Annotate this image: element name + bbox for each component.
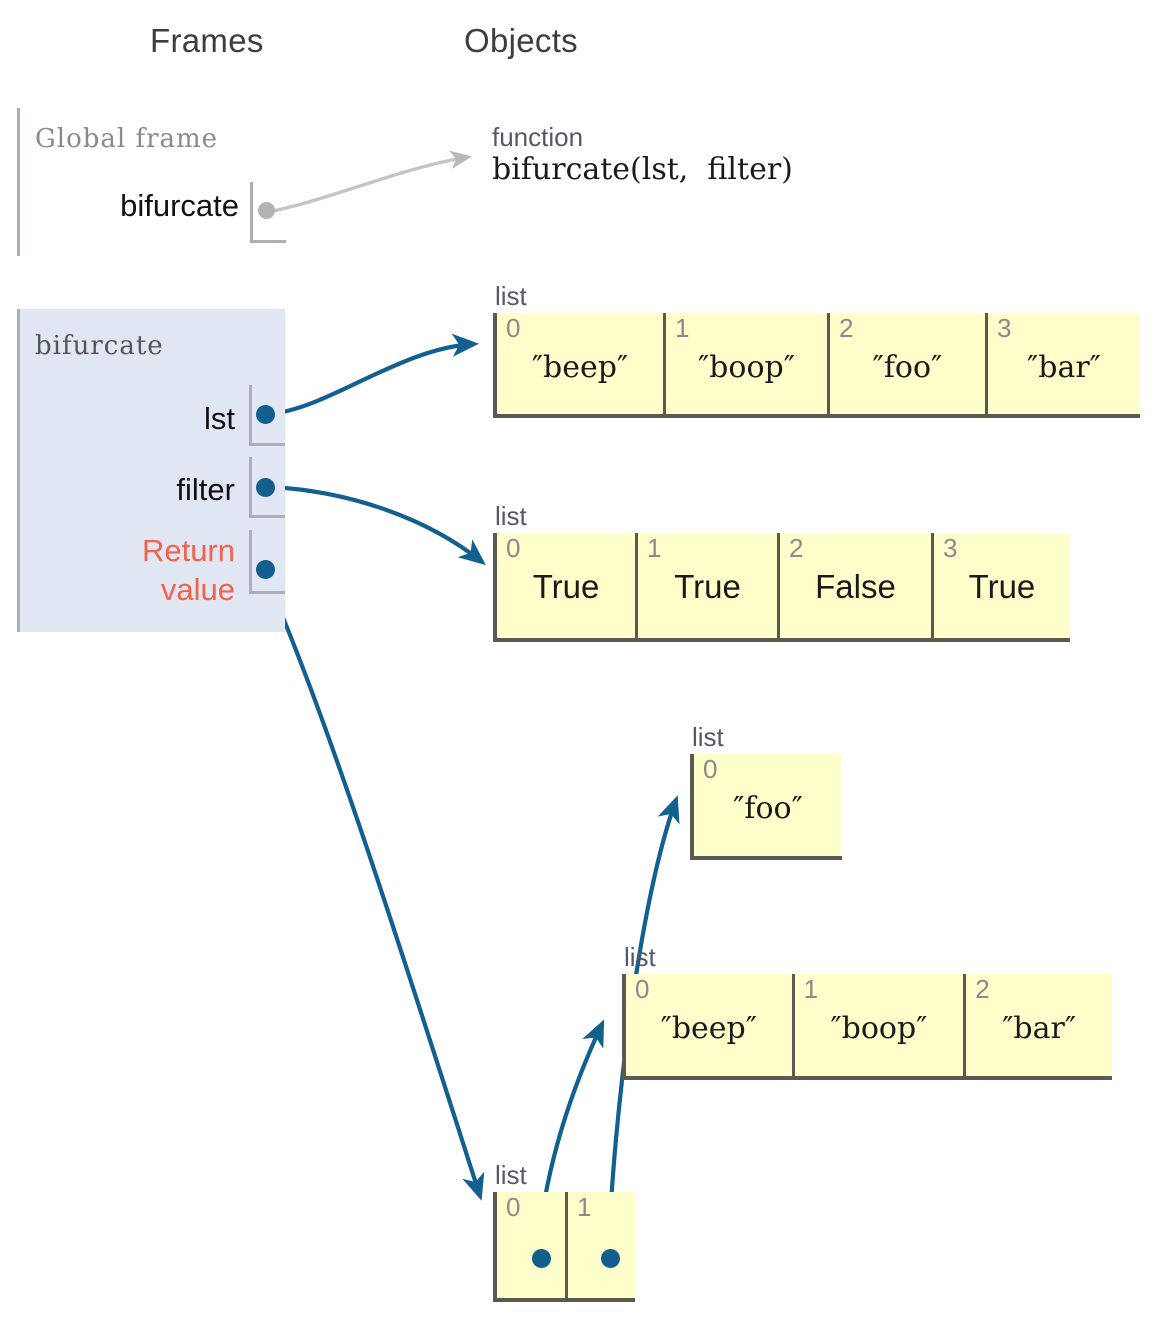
- cell-index: 1: [647, 533, 662, 563]
- list-cell: 0 ″beep″: [497, 313, 666, 414]
- object-type-label: list: [495, 501, 527, 531]
- function-object: function bifurcate(lst, filter): [492, 122, 962, 187]
- pointer-bracket: [249, 385, 285, 446]
- cell-index: 2: [838, 313, 854, 343]
- pointer-dot-lst: [256, 405, 275, 424]
- pointer-bracket: [249, 457, 285, 518]
- object-type-label: list: [692, 722, 724, 752]
- cell-index: 0: [703, 754, 718, 784]
- bifurcate-frame-title: bifurcate: [35, 331, 164, 361]
- cell-value: ″bar″: [1002, 1011, 1077, 1046]
- list-cell: 2 False: [780, 533, 934, 638]
- list-cell: 3 True: [933, 533, 1070, 638]
- list-cell: 0 ″beep″: [626, 974, 795, 1076]
- list-cell: 2 ″foo″: [829, 313, 988, 414]
- frame-rail: [17, 108, 20, 256]
- arrow-filter-to-list: [269, 484, 486, 566]
- global-frame-title: Global frame: [35, 124, 219, 154]
- variable-label-lst: lst: [204, 401, 235, 436]
- cell-value: ″foo″: [872, 350, 943, 385]
- list-box: 0 ″beep″ 1 ″boop″ 2 ″foo″ 3 ″bar″: [493, 313, 1140, 418]
- cell-index: 0: [635, 974, 650, 1004]
- arrow-global-bifurcate-to-function: [267, 150, 473, 214]
- arrow-return-to-list: [264, 577, 485, 1201]
- list-cell: 1 True: [638, 533, 781, 638]
- cell-value: ″boop″: [697, 350, 795, 385]
- list-cell: 0 True: [497, 533, 639, 638]
- cell-index: 1: [803, 974, 819, 1004]
- cell-index: 2: [975, 974, 990, 1004]
- frames-column-header: Frames: [150, 22, 264, 59]
- bifurcate-frame: bifurcate lst filter Return value: [17, 309, 285, 632]
- global-frame: Global frame bifurcate: [17, 108, 286, 256]
- cell-pointer-dot: [532, 1249, 551, 1268]
- objects-column-header: Objects: [464, 22, 578, 59]
- object-type-label: list: [495, 281, 527, 311]
- object-type-label: list: [495, 1160, 527, 1190]
- pointer-dot-bifurcate: [258, 202, 275, 219]
- cell-index: 2: [789, 533, 804, 563]
- cell-value: True: [674, 568, 741, 605]
- cell-value: ″bar″: [1027, 350, 1101, 385]
- frame-rail: [17, 309, 20, 632]
- list-cell: 0 ″foo″: [694, 754, 842, 856]
- cell-value: ″beep″: [531, 350, 629, 385]
- list-box: 0 True 1 True 2 False 3 True: [493, 533, 1070, 642]
- function-signature: bifurcate(lst, filter): [492, 151, 793, 187]
- cell-value: True: [532, 568, 600, 605]
- function-type-label: function: [492, 122, 584, 152]
- cell-value: ″foo″: [733, 791, 803, 826]
- pointer-dot-filter: [256, 478, 275, 497]
- variable-label-bifurcate: bifurcate: [120, 188, 239, 223]
- list-cell: 1 ″boop″: [665, 313, 830, 414]
- pointer-bracket: [249, 530, 285, 594]
- cell-index: 0: [506, 533, 521, 563]
- list-cell: 0: [497, 1192, 568, 1298]
- cell-pointer-dot: [600, 1249, 620, 1268]
- cell-index: 0: [506, 1192, 521, 1222]
- cell-index: 1: [576, 1192, 592, 1222]
- global-variable-row: bifurcate: [17, 180, 286, 250]
- cell-index: 1: [674, 313, 690, 343]
- list-cell: 1: [567, 1192, 635, 1298]
- cell-value: False: [815, 568, 896, 605]
- list-box: 0 ″beep″ 1 ″boop″ 2 ″bar″: [622, 974, 1112, 1080]
- cell-value: ″beep″: [660, 1011, 757, 1046]
- list-cell: 3 ″bar″: [987, 313, 1140, 414]
- list-cell: 2 ″bar″: [966, 974, 1112, 1076]
- variable-label-return-value-line1: Return: [141, 533, 235, 568]
- cell-value: True: [968, 568, 1036, 605]
- list-cell: 1 ″boop″: [794, 974, 967, 1076]
- list-box: 0 ″foo″: [690, 754, 842, 860]
- cell-index: 3: [996, 313, 1012, 343]
- cell-value: ″boop″: [830, 1011, 928, 1046]
- pointer-bracket: [250, 182, 286, 243]
- variable-label-return-value-line2: value: [160, 572, 235, 607]
- pointer-dot-return-value: [256, 560, 275, 579]
- arrow-lst-to-list: [269, 333, 480, 417]
- list-box: 0 1: [493, 1192, 635, 1302]
- cell-index: 0: [506, 313, 521, 343]
- variable-label-filter: filter: [176, 472, 235, 507]
- object-type-label: list: [624, 942, 656, 972]
- cell-index: 3: [942, 533, 958, 563]
